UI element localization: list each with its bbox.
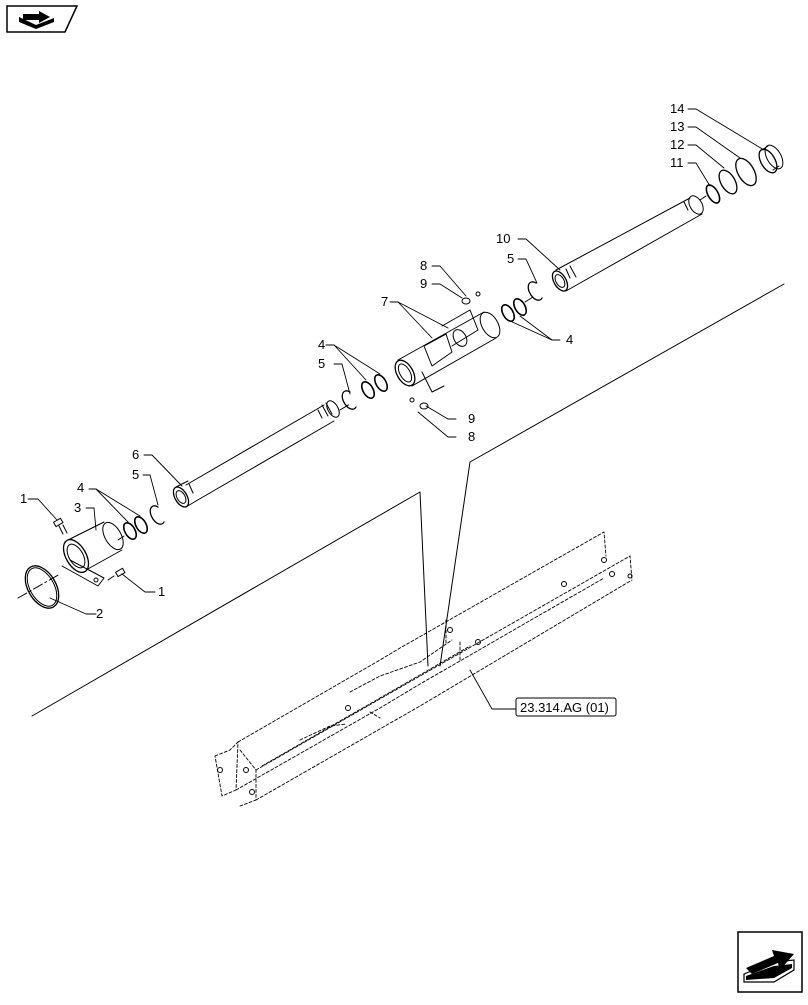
callout-5-middle: 5	[318, 356, 325, 371]
boom-frame-details	[217, 557, 633, 795]
callout-13: 13	[670, 119, 684, 134]
boom-frame-context	[214, 531, 633, 807]
page-back-button[interactable]	[6, 5, 79, 33]
part-8-9-fittings-lower	[409, 397, 429, 410]
callout-10: 10	[496, 231, 510, 246]
part-10-upper-tube	[551, 195, 704, 292]
part-2-seal-ring	[24, 565, 60, 609]
part-13-ring	[735, 157, 757, 187]
part-5-circlip-middle	[341, 390, 357, 410]
callout-9-lower: 9	[468, 411, 475, 426]
callout-7: 7	[381, 294, 388, 309]
callout-4: 4	[77, 480, 84, 495]
callout-9-upper: 9	[420, 276, 427, 291]
section-divider-lines	[31, 283, 785, 717]
callout-5-right: 5	[507, 251, 514, 266]
part-7-housing	[394, 309, 501, 393]
axis-centreline	[17, 195, 707, 599]
part-4-rings-middle	[360, 374, 389, 399]
reference-link[interactable]: 23.314.AG (01)	[515, 697, 617, 717]
callout-8-lower: 8	[468, 429, 475, 444]
part-5-circlip-left	[149, 505, 165, 525]
callout-6: 6	[132, 447, 139, 462]
reference-label: 23.314.AG (01)	[520, 700, 609, 715]
callout-1: 1	[20, 491, 27, 506]
part-4-rings-left	[122, 516, 149, 540]
callout-labels: 1 3 4 5 6 1 2 4 5 7 8 9 9 8 10 5 4 11 12…	[20, 101, 684, 621]
leader-lines	[27, 108, 765, 710]
page-forward-button[interactable]	[736, 930, 804, 994]
part-6-tube	[172, 400, 340, 508]
part-3-head-bushing	[61, 521, 124, 587]
page-back-icon	[6, 5, 79, 33]
callout-8-upper: 8	[420, 258, 427, 273]
callout-1-lower: 1	[158, 584, 165, 599]
callout-12: 12	[670, 137, 684, 152]
part-12-ring	[718, 169, 738, 195]
callout-3: 3	[74, 500, 81, 515]
part-4-rings-right	[500, 298, 528, 322]
callout-4-middle: 4	[318, 337, 325, 352]
part-11-ring	[705, 184, 721, 204]
part-8-9-fittings-upper	[461, 291, 481, 305]
callout-5: 5	[132, 467, 139, 482]
callout-14: 14	[670, 101, 684, 116]
callout-2: 2	[96, 606, 103, 621]
page-forward-icon	[737, 931, 803, 993]
callout-11: 11	[670, 155, 684, 170]
callout-4-right: 4	[566, 332, 573, 347]
part-5-circlip-right	[527, 281, 543, 301]
